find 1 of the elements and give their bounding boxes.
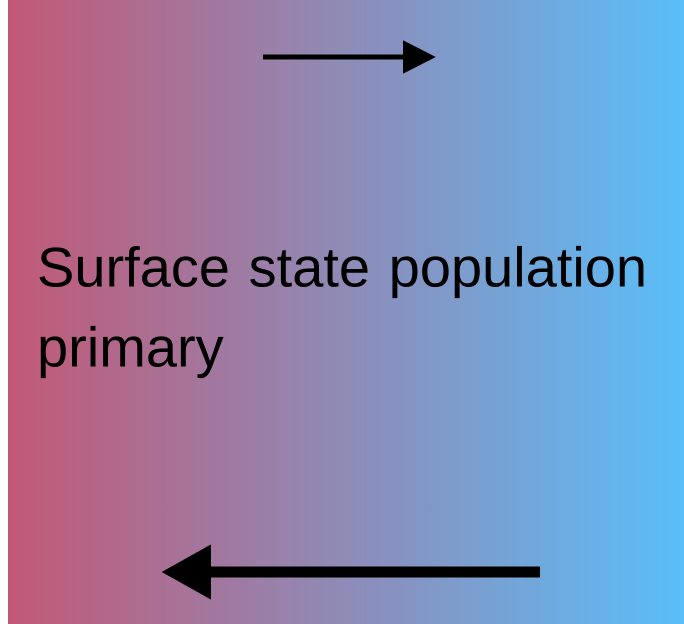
band-label: Surface state population primary [40,246,644,378]
